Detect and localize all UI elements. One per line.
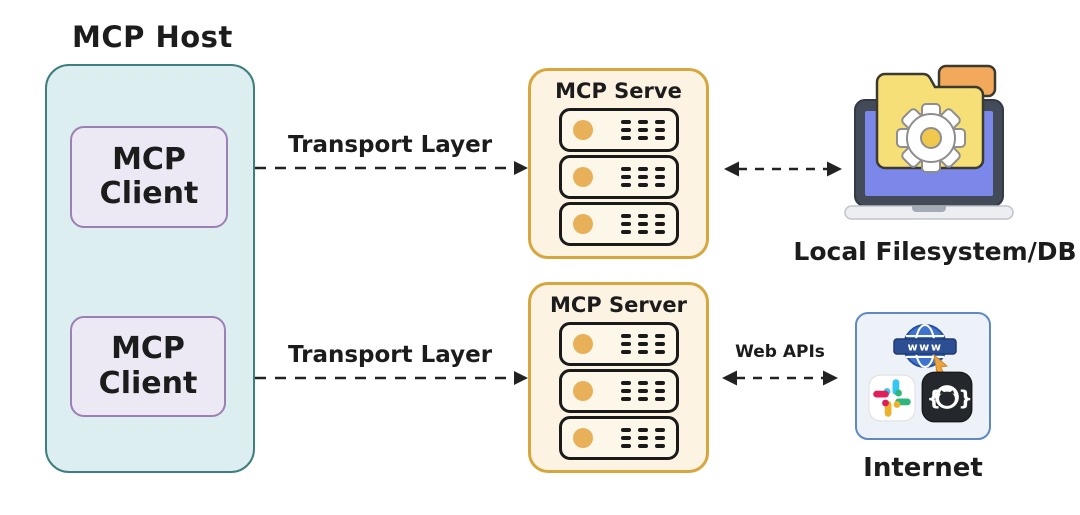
server-rack-unit bbox=[558, 416, 679, 460]
rack-led-icon bbox=[572, 428, 593, 448]
rack-led-icon bbox=[572, 167, 593, 187]
server-rack-unit bbox=[558, 369, 679, 413]
local-filesystem-label: Local Filesystem/DB bbox=[793, 237, 1077, 266]
rack-led-icon bbox=[572, 381, 593, 401]
rack-led-icon bbox=[572, 214, 593, 234]
transport-layer-label-top: Transport Layer bbox=[287, 132, 493, 158]
mcp-server-box-2: MCP Server bbox=[528, 282, 709, 473]
mcp-client-box-1: MCP Client bbox=[70, 126, 228, 228]
mcp-client-box-2: MCP Client bbox=[70, 316, 226, 417]
www-text: www bbox=[908, 341, 943, 354]
rack-vents-icon bbox=[620, 214, 665, 234]
mcp-client-label-2: MCP Client bbox=[98, 331, 198, 401]
rack-led-icon bbox=[572, 334, 593, 354]
internet-box: www { } bbox=[855, 312, 991, 440]
host-title: MCP Host bbox=[72, 20, 233, 54]
transport-arrow-bottom bbox=[255, 371, 528, 385]
web-apis-arrow bbox=[722, 370, 838, 386]
mcp-server-title-1: MCP Serve bbox=[555, 79, 682, 103]
server-rack-unit bbox=[558, 202, 679, 246]
mcp-server-title-2: MCP Server bbox=[549, 293, 688, 317]
mcp-client-label-1: MCP Client bbox=[99, 141, 199, 211]
server-rack-unit bbox=[558, 155, 679, 199]
internet-label: Internet bbox=[863, 453, 983, 483]
web-apis-label: Web APIs bbox=[735, 342, 825, 362]
local-filesystem-icon bbox=[844, 64, 1014, 220]
mcp-server-box-1: MCP Serve bbox=[528, 68, 709, 259]
server-rack-unit bbox=[558, 108, 679, 152]
rack-vents-icon bbox=[620, 428, 665, 448]
server-rack-unit bbox=[558, 322, 679, 366]
globe-www-icon: www bbox=[893, 324, 957, 377]
gear-icon bbox=[896, 103, 966, 173]
rack-led-icon bbox=[572, 120, 593, 140]
slack-icon bbox=[868, 374, 916, 422]
svg-text:}: } bbox=[958, 386, 972, 410]
transport-arrow-top bbox=[255, 161, 528, 175]
github-icon: { } bbox=[921, 371, 973, 423]
transport-layer-label-bottom: Transport Layer bbox=[287, 342, 493, 368]
rack-vents-icon bbox=[620, 167, 665, 187]
rack-vents-icon bbox=[620, 120, 665, 140]
rack-vents-icon bbox=[620, 334, 665, 354]
filesystem-arrow bbox=[724, 161, 842, 177]
rack-vents-icon bbox=[620, 381, 665, 401]
